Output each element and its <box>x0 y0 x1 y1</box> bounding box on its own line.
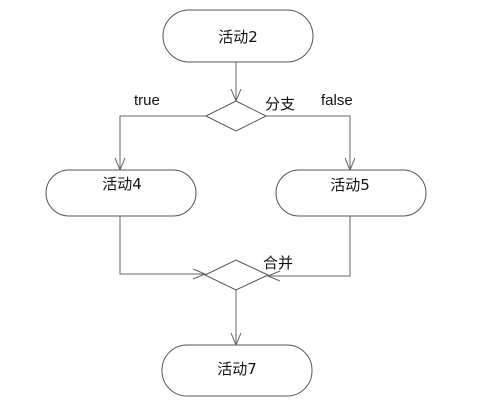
activity-4-label: 活动4 <box>102 175 142 193</box>
activity-2-node <box>162 9 314 63</box>
flow-decision-to-activity5 <box>266 115 351 170</box>
guard-false-label: false <box>321 92 353 109</box>
decision-diamond <box>204 100 268 132</box>
activity-5-label: 活动5 <box>330 176 370 194</box>
merge-label: 合并 <box>263 254 293 272</box>
activity-4-node <box>45 169 197 217</box>
flow-decision-to-activity4 <box>119 115 206 170</box>
flow-activity5-to-merge <box>268 216 351 277</box>
arrowhead-merge-left-in <box>192 268 207 280</box>
activity-7-node <box>161 344 313 397</box>
flow-activity4-to-merge <box>119 216 205 275</box>
decision-label: 分支 <box>265 95 295 113</box>
merge-diamond <box>203 259 270 291</box>
activity-2-label: 活动2 <box>218 28 258 46</box>
guard-true-label: true <box>134 92 160 109</box>
activity-7-label: 活动7 <box>217 360 257 378</box>
activity-5-node <box>275 169 427 217</box>
arrowhead-merge-right-in <box>266 270 281 282</box>
